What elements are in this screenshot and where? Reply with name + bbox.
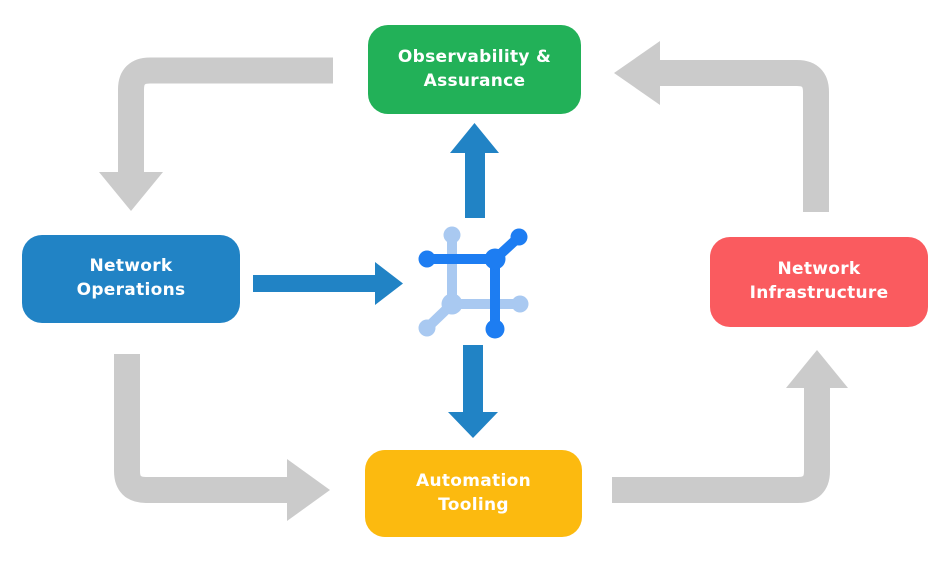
arrow-infrastructure-to-observability xyxy=(660,60,829,212)
arrow-observability-to-operations xyxy=(118,57,333,172)
node-operations-label: Network Operations xyxy=(76,256,186,300)
arrow-operations-to-hub xyxy=(253,262,403,305)
hub-icon-light-dots xyxy=(418,226,529,337)
arrowhead-up-icon xyxy=(786,350,848,388)
hub-dot xyxy=(485,319,505,339)
hub-icon-dark-dots xyxy=(418,228,528,339)
node-observability-assurance: Observability & Assurance xyxy=(368,25,581,114)
node-observability-label: Observability & Assurance xyxy=(397,46,552,91)
hub-joint xyxy=(484,248,506,270)
network-hub-icon xyxy=(418,226,529,339)
cycle-arrow-heads xyxy=(99,41,848,521)
arrow-hub-to-automation xyxy=(448,345,498,438)
node-infrastructure-label: Network Infrastructure xyxy=(749,259,889,303)
hub-dot xyxy=(443,226,461,244)
hub-dot xyxy=(418,250,436,268)
arrow-automation-to-infrastructure xyxy=(612,388,830,503)
node-network-operations: Network Operations xyxy=(22,235,240,323)
arrowhead-left-icon xyxy=(614,41,660,105)
hub-dot xyxy=(511,295,529,313)
node-automation-label: Automation Tooling xyxy=(416,470,531,515)
hub-arrows xyxy=(253,123,499,438)
arrow-hub-to-observability xyxy=(450,123,499,218)
arrowhead-down-icon xyxy=(99,172,163,211)
hub-dot xyxy=(510,228,528,246)
cycle-arrow-shafts xyxy=(114,57,830,503)
arrow-operations-to-automation xyxy=(114,354,287,503)
node-automation-tooling: Automation Tooling xyxy=(365,450,582,537)
arrowhead-right-icon xyxy=(287,459,330,521)
node-network-infrastructure: Network Infrastructure xyxy=(710,237,928,327)
hub-joint xyxy=(441,293,463,315)
hub-dot xyxy=(418,319,436,337)
